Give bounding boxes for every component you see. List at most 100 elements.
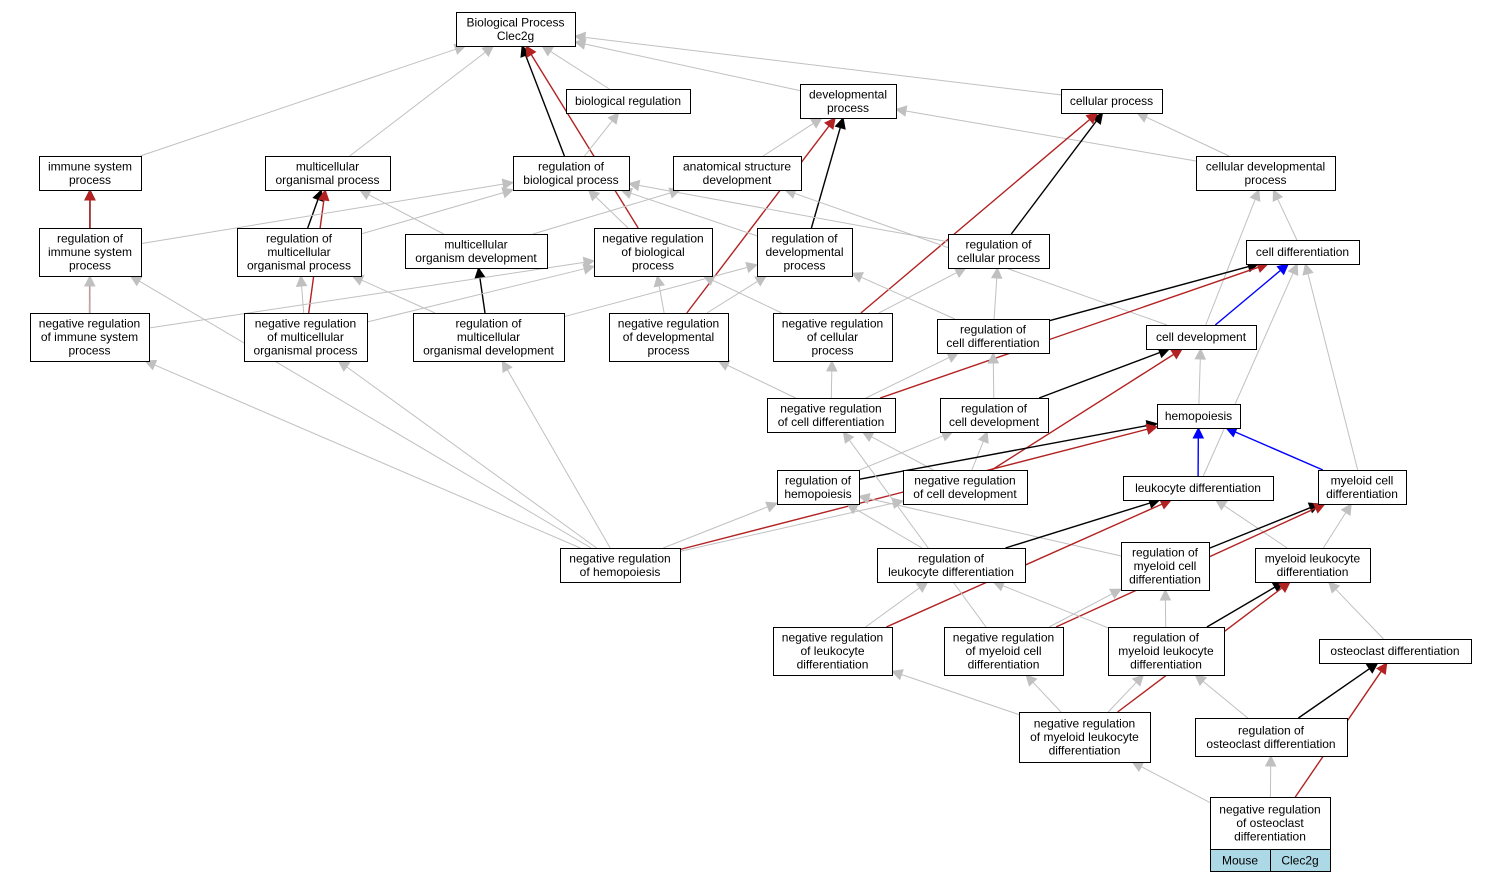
edge-line: [1277, 198, 1298, 241]
term-label-line: of myeloid leukocyte: [1030, 730, 1139, 744]
edge-mod-to-mop: [358, 189, 444, 235]
edge-line: [871, 436, 934, 471]
arrowhead: [653, 274, 665, 288]
arrowhead: [717, 360, 731, 371]
arrowhead: [525, 45, 537, 58]
arrowhead: [754, 275, 768, 287]
term-label-line: differentiation: [968, 658, 1040, 672]
term-label-line: of osteoclast: [1236, 816, 1304, 830]
term-label-line: organismal development: [423, 344, 554, 358]
edge-immp-to-bp: [140, 43, 467, 157]
edge-cdp-to-cellp: [1136, 112, 1230, 157]
arrowhead: [1328, 581, 1341, 594]
edge-line: [1335, 588, 1384, 640]
edge-nrhemo-to-nrisp: [144, 359, 581, 549]
term-node-od[interactable]: osteoclast differentiation: [1319, 639, 1472, 664]
term-label-line: negative regulation: [782, 631, 883, 645]
edge-rcdev-to-celldev: [1038, 347, 1171, 399]
term-box: [777, 470, 860, 505]
arrowhead: [894, 105, 908, 117]
edge-od-to-mld: [1328, 581, 1384, 640]
term-box: [39, 156, 142, 191]
arrowhead: [474, 266, 486, 280]
term-node-ld[interactable]: leukocyte differentiation: [1123, 476, 1274, 501]
edge-mld-to-mcd: [1322, 503, 1352, 549]
arrowhead: [765, 501, 779, 513]
edge-line: [810, 127, 841, 229]
term-node-cellp[interactable]: cellular process: [1061, 89, 1163, 114]
term-box: [757, 228, 853, 277]
edge-line: [140, 48, 456, 157]
edge-line: [584, 120, 613, 157]
edge-line: [1107, 681, 1137, 713]
arrowhead: [1194, 674, 1208, 687]
edge-rbp-to-breg: [584, 112, 620, 157]
term-box: [265, 156, 391, 191]
edge-line: [901, 674, 1020, 716]
term-box: [1123, 476, 1274, 501]
term-label-line: regulation of: [455, 317, 522, 331]
term-label-line: organismal process: [253, 344, 357, 358]
arrowhead: [1170, 348, 1184, 360]
arrowhead: [83, 274, 96, 287]
term-node-hemo[interactable]: hemopoiesis: [1157, 404, 1241, 429]
term-label-line: biological regulation: [575, 94, 681, 108]
term-box: [413, 313, 565, 362]
edge-line: [524, 55, 566, 157]
term-node-breg[interactable]: biological regulation: [566, 89, 691, 114]
edge-line: [706, 280, 758, 314]
term-box: [1196, 156, 1336, 191]
edge-rcdev-to-rcd: [987, 351, 1000, 399]
term-label-line: immune system: [48, 245, 132, 259]
edge-nrhemo-to-nrcdev: [679, 497, 905, 552]
arrowhead: [129, 275, 143, 287]
edge-asd-to-devp: [762, 117, 823, 157]
term-label-line: multicellular: [457, 330, 520, 344]
arrowhead: [1365, 662, 1379, 674]
edge-risp-to-rbp: [140, 178, 515, 245]
arrowhead: [834, 116, 846, 130]
arrowhead: [891, 497, 905, 509]
arrowhead: [850, 272, 864, 283]
edge-line: [1223, 505, 1288, 549]
edge-line: [727, 364, 796, 399]
term-node-celldev[interactable]: cell development: [1146, 325, 1257, 350]
edge-mod-to-asd: [532, 187, 682, 235]
term-node-celldiff[interactable]: cell differentiation: [1246, 240, 1360, 265]
